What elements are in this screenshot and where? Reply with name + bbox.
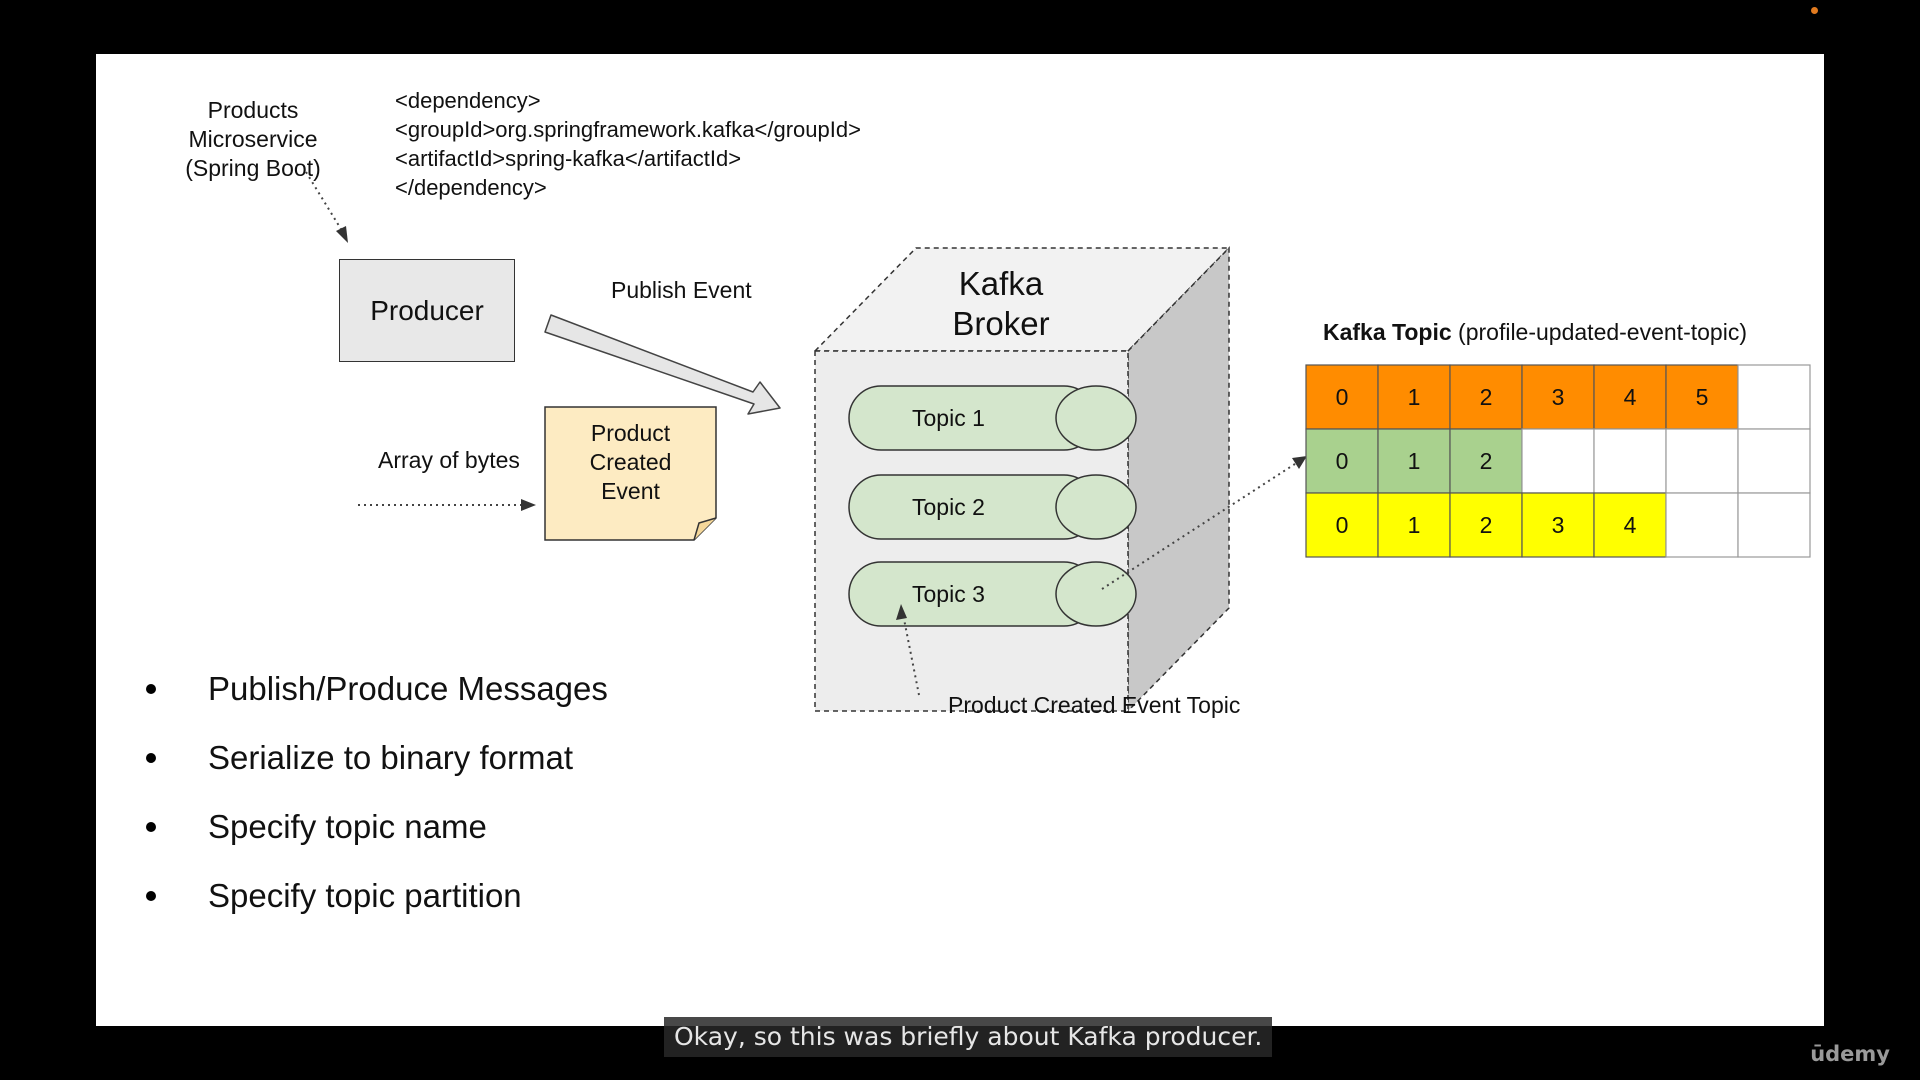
topic-label-1: Topic 1 bbox=[912, 405, 985, 431]
producer-label: Producer bbox=[370, 294, 484, 326]
service-pointer-arrowhead bbox=[336, 226, 348, 243]
topic3-pointer-arrowhead bbox=[896, 604, 907, 620]
kafka-topic-title-name: (profile-updated-event-topic) bbox=[1458, 319, 1747, 345]
partition-0-offset-4: 4 bbox=[1624, 384, 1637, 410]
udemy-logo: ūdemy bbox=[1810, 1042, 1890, 1066]
bullet-dot bbox=[146, 752, 156, 763]
partition-1-cell-4 bbox=[1593, 428, 1667, 494]
partition-0-offset-5: 5 bbox=[1696, 384, 1709, 410]
publish-event-arrow bbox=[544, 314, 781, 415]
partition-2-cell-6 bbox=[1737, 492, 1811, 558]
partition-1-cell-6 bbox=[1737, 428, 1811, 494]
slide: 0 1 2 3 4 5 0 1 2 0 1 2 3 4 Products Microservice (Sp… bbox=[96, 54, 1824, 1026]
partition-grid: 0 1 2 3 4 5 0 1 2 0 1 2 3 4 bbox=[1305, 364, 1811, 558]
bullet-text: Specify topic name bbox=[208, 807, 487, 845]
dependency-line-1: <dependency> bbox=[395, 88, 541, 113]
subtitle-caption: Okay, so this was briefly about Kafka pr… bbox=[664, 1017, 1273, 1057]
partition-2-offset-0: 0 bbox=[1336, 512, 1349, 538]
partition-0-cell-0 bbox=[1305, 364, 1379, 430]
kafka-topic-title: Kafka Topic (profile-updated-event-topic… bbox=[1323, 318, 1747, 347]
topic3-pointer-arrow bbox=[902, 613, 920, 696]
partition-0-offset-1: 1 bbox=[1408, 384, 1421, 410]
dependency-line-4: </dependency> bbox=[395, 175, 547, 200]
bytes-arrowhead bbox=[521, 499, 536, 511]
partition-0-cell-1 bbox=[1377, 364, 1451, 430]
dependency-line-2: <groupId>org.springframework.kafka</grou… bbox=[395, 117, 861, 142]
bullet-item: Publish/Produce Messages bbox=[146, 654, 608, 723]
service-label-line-1: Products bbox=[207, 97, 299, 123]
event-note-text: Product Created Event bbox=[545, 419, 716, 506]
broker-title-line-1: Kafka bbox=[958, 265, 1044, 302]
array-of-bytes-label: Array of bytes bbox=[378, 447, 520, 473]
partition-2-cell-3 bbox=[1521, 492, 1595, 558]
event-note-fold bbox=[693, 517, 717, 541]
topic3-to-grid-arrowhead bbox=[1292, 456, 1307, 469]
topic-label-2: Topic 2 bbox=[912, 494, 985, 520]
partition-0-cell-3 bbox=[1521, 364, 1595, 430]
topic-label-3: Topic 3 bbox=[912, 581, 985, 607]
bullet-dot bbox=[146, 683, 156, 694]
bullet-text: Specify topic partition bbox=[208, 876, 522, 914]
partition-0-cell-4 bbox=[1593, 364, 1667, 430]
service-label-line-2: Microservice bbox=[188, 126, 318, 152]
bullet-text: Serialize to binary format bbox=[208, 738, 573, 776]
partition-1-cell-5 bbox=[1665, 428, 1739, 494]
publish-event-label: Publish Event bbox=[611, 277, 752, 303]
event-note-line-1: Product bbox=[590, 420, 671, 446]
bullet-item: Serialize to binary format bbox=[146, 723, 608, 792]
producer-box: Producer bbox=[339, 259, 515, 362]
product-created-event-topic-label: Product Created Event Topic bbox=[948, 692, 1241, 718]
partition-1-offset-0: 0 bbox=[1336, 448, 1349, 474]
partition-0-cell-2 bbox=[1449, 364, 1523, 430]
dependency-snippet: <dependency> <groupId>org.springframewor… bbox=[395, 86, 861, 202]
partition-1-offset-1: 1 bbox=[1408, 448, 1421, 474]
kafka-topic-title-bold: Kafka Topic bbox=[1323, 319, 1452, 345]
partition-0-offset-3: 3 bbox=[1552, 384, 1565, 410]
event-note-line-3: Event bbox=[601, 478, 660, 504]
topic-cylinder-1 bbox=[848, 385, 1137, 451]
recording-indicator bbox=[1811, 7, 1818, 14]
partition-0-offset-2: 2 bbox=[1480, 384, 1493, 410]
partition-2-offset-4: 4 bbox=[1624, 512, 1637, 538]
service-pointer-arrow bbox=[305, 171, 345, 235]
partition-1-offset-2: 2 bbox=[1480, 448, 1493, 474]
event-note-line-2: Created bbox=[589, 449, 672, 475]
topic-cylinder-2 bbox=[848, 474, 1137, 540]
partition-0-offset-0: 0 bbox=[1336, 384, 1349, 410]
bullet-list: Publish/Produce Messages Serialize to bi… bbox=[146, 654, 608, 930]
partition-1-cell-3 bbox=[1521, 428, 1595, 494]
bullet-dot bbox=[146, 890, 156, 901]
broker-title-line-2: Broker bbox=[952, 305, 1050, 342]
bullet-text: Publish/Produce Messages bbox=[208, 669, 608, 707]
bullet-item: Specify topic name bbox=[146, 792, 608, 861]
service-label: Products Microservice (Spring Boot) bbox=[153, 96, 353, 183]
bullet-item: Specify topic partition bbox=[146, 861, 608, 930]
bullet-dot bbox=[146, 821, 156, 832]
partition-0-cell-6 bbox=[1737, 364, 1811, 430]
partition-2-offset-2: 2 bbox=[1480, 512, 1493, 538]
broker-title: Kafka Broker bbox=[925, 264, 1077, 344]
topic-cylinder-3 bbox=[848, 561, 1137, 627]
partition-2-cell-1 bbox=[1377, 492, 1451, 558]
service-label-line-3: (Spring Boot) bbox=[185, 155, 321, 181]
partition-2-cell-2 bbox=[1449, 492, 1523, 558]
partition-2-offset-1: 1 bbox=[1408, 512, 1421, 538]
partition-2-cell-5 bbox=[1665, 492, 1739, 558]
diagram-canvas: 0 1 2 3 4 5 0 1 2 0 1 2 3 4 bbox=[305, 171, 1811, 713]
dependency-line-3: <artifactId>spring-kafka</artifactId> bbox=[395, 146, 742, 171]
partition-2-cell-0 bbox=[1305, 492, 1379, 558]
partition-2-offset-3: 3 bbox=[1552, 512, 1565, 538]
